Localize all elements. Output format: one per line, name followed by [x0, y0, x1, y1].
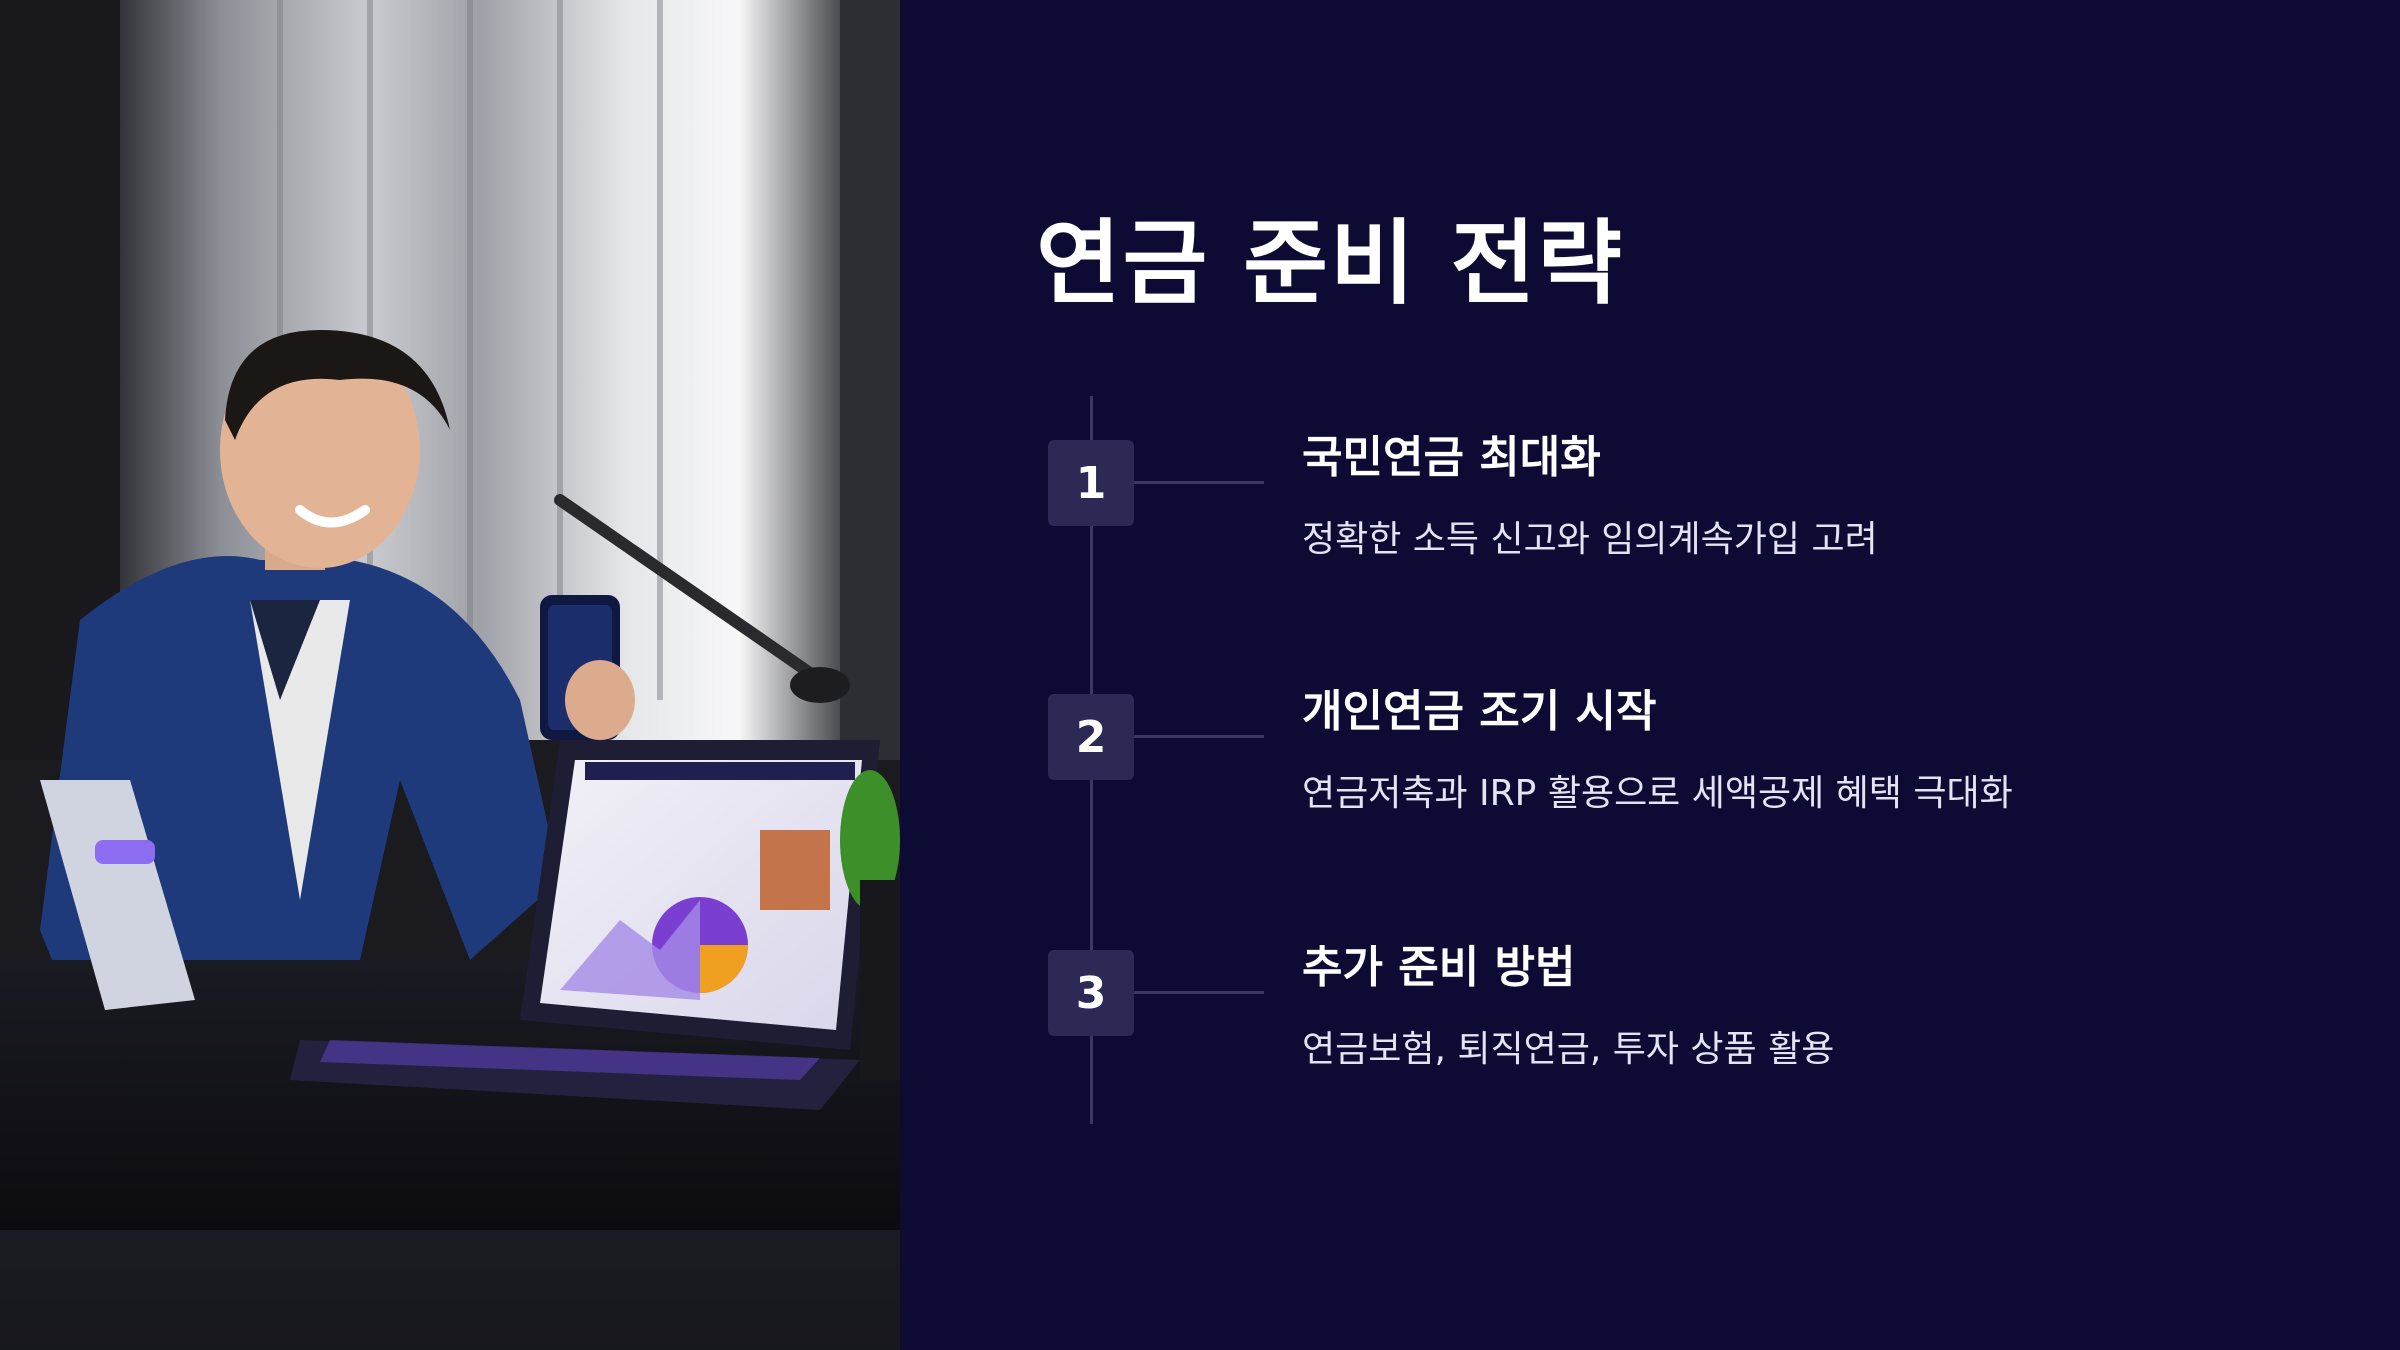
hero-photo [0, 0, 900, 1350]
step-number-3: 3 [1048, 950, 1134, 1036]
step-connector-1 [1134, 481, 1264, 484]
photo-illustration [0, 0, 900, 1350]
step-description-2: 연금저축과 IRP 활용으로 세액공제 혜택 극대화 [1302, 773, 2013, 814]
step-title-1: 국민연금 최대화 [1302, 432, 1601, 483]
step-number-2: 2 [1048, 694, 1134, 780]
step-connector-2 [1134, 735, 1264, 738]
step-description-1: 정확한 소득 신고와 임의계속가입 고려 [1302, 519, 1878, 560]
step-connector-3 [1134, 991, 1264, 994]
step-title-2: 개인연금 조기 시작 [1302, 686, 1657, 737]
page-title: 연금 준비 전략 [1036, 210, 1624, 317]
step-description-3: 연금보험, 퇴직연금, 투자 상품 활용 [1302, 1029, 1835, 1070]
step-title-3: 추가 준비 방법 [1302, 942, 1576, 993]
step-number-1: 1 [1048, 440, 1134, 526]
